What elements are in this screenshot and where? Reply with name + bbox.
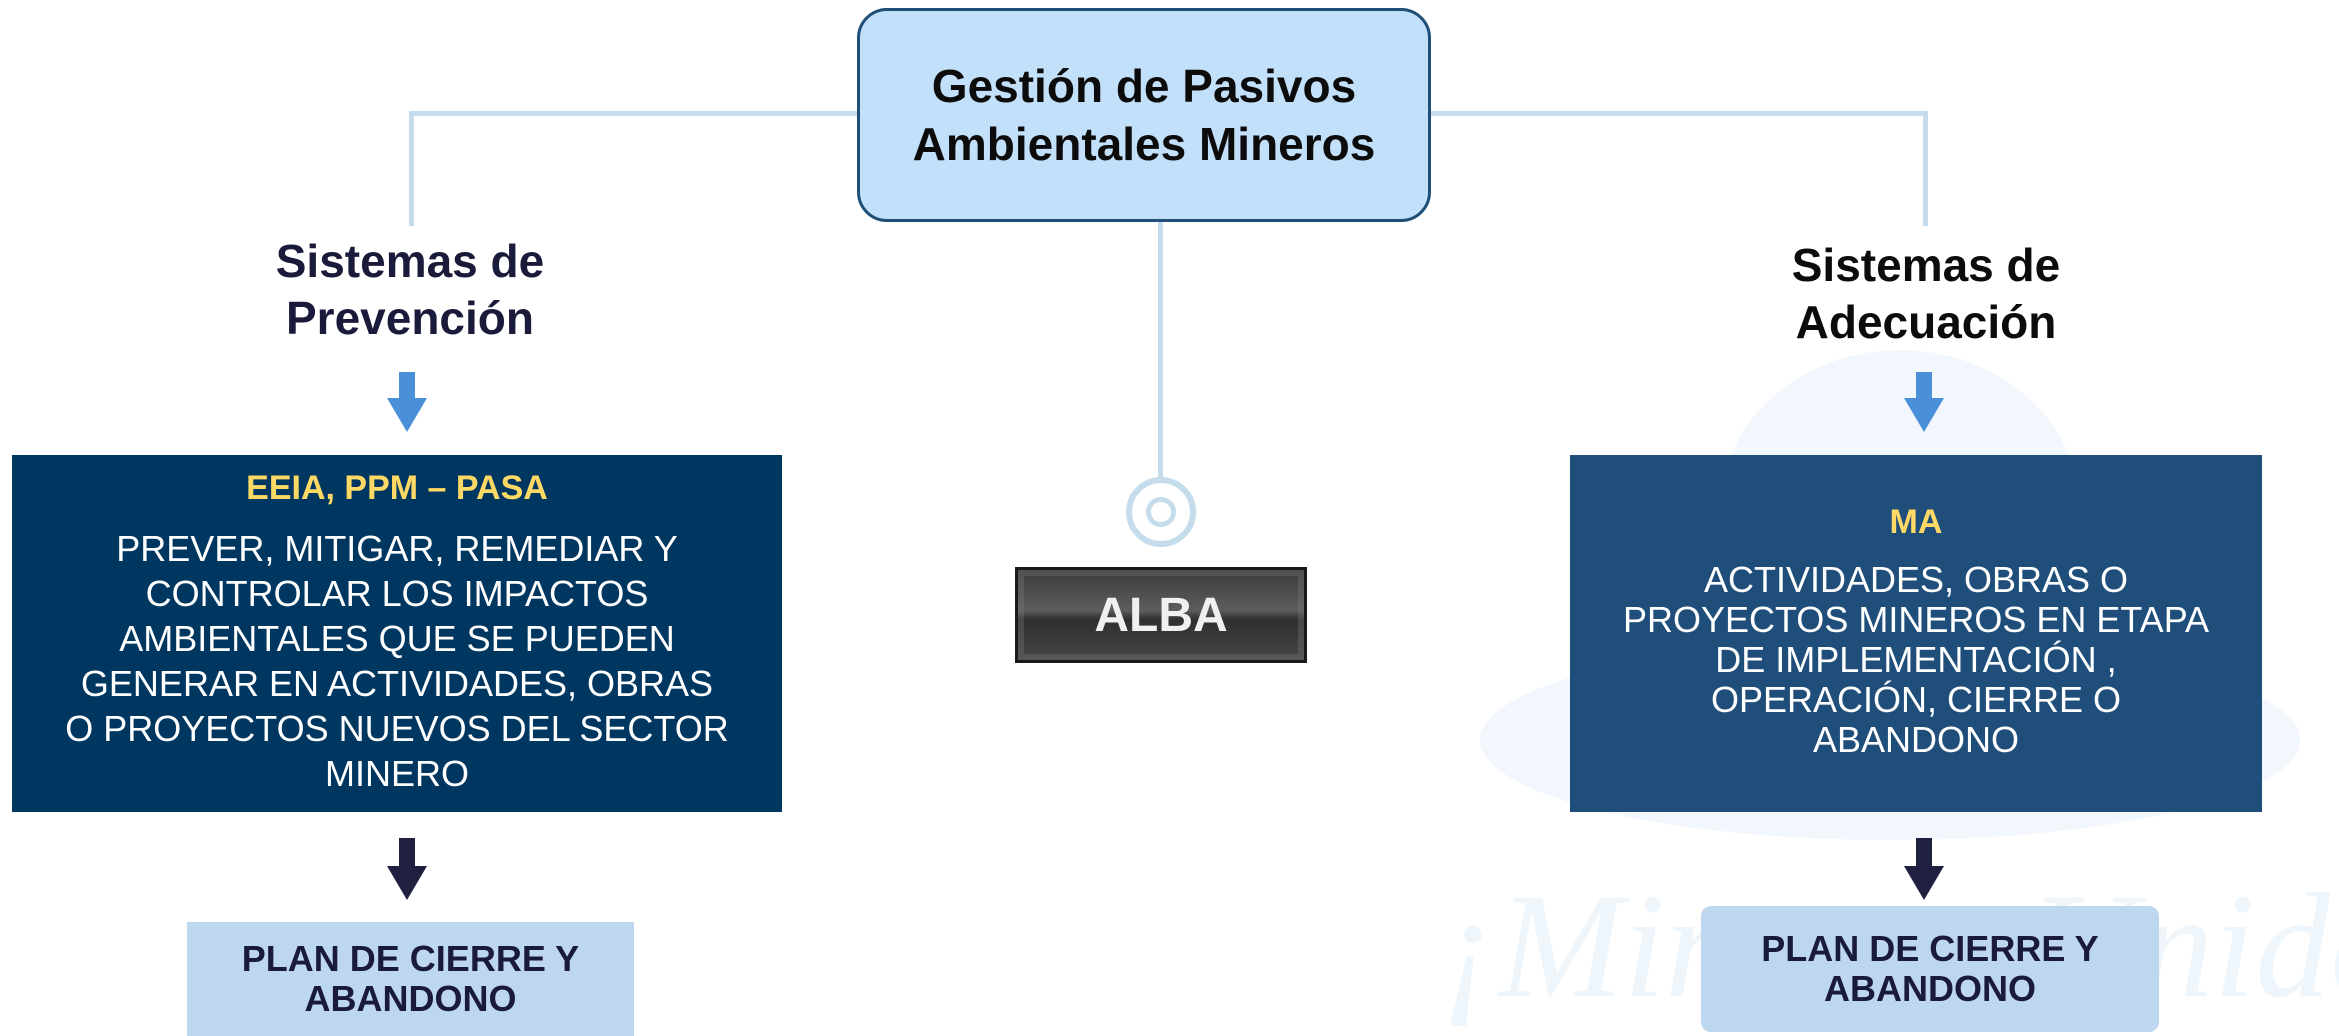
left-title-line2: Prevención [286,292,534,344]
right-title-line2: Adecuación [1795,296,2057,348]
left-info-box: EEIA, PPM – PASA PREVER, MITIGAR, REMEDI… [12,455,782,812]
left-box-line: CONTROLAR LOS IMPACTOS [145,573,649,614]
target-ring-icon [1126,477,1196,547]
right-plan-line2: ABANDONO [1824,968,2036,1009]
right-arrow-blue-shaft [1916,372,1932,400]
left-plan-line1: PLAN DE CIERRE Y [241,938,580,979]
right-plan-box: PLAN DE CIERRE Y ABANDONO [1701,906,2159,1032]
connector-left-horizontal [409,111,859,116]
left-branch-title: Sistemas de Prevención [160,233,660,347]
right-plan-line1: PLAN DE CIERRE Y [1761,928,2099,969]
right-box-line: OPERACIÓN, CIERRE O [1710,679,2122,720]
left-box-line: O PROYECTOS NUEVOS DEL SECTOR [65,708,729,749]
connector-center-vertical [1158,222,1163,480]
left-box-body: PREVER, MITIGAR, REMEDIAR Y CONTROLAR LO… [65,526,729,796]
right-box-body: ACTIVIDADES, OBRAS O PROYECTOS MINEROS E… [1623,560,2209,760]
right-box-heading: MA [1889,503,1943,541]
left-box-line: PREVER, MITIGAR, REMEDIAR Y [116,528,678,569]
right-arrow-dark-icon [1904,866,1944,900]
root-title-line1: Gestión de Pasivos [931,60,1357,112]
left-plan-box: PLAN DE CIERRE Y ABANDONO [187,922,634,1036]
right-info-box: MA ACTIVIDADES, OBRAS O PROYECTOS MINERO… [1570,455,2262,812]
left-arrow-blue-icon [387,398,427,432]
left-box-line: AMBIENTALES QUE SE PUEDEN [119,618,675,659]
connector-right-horizontal [1400,111,1928,116]
right-box-line: PROYECTOS MINEROS EN ETAPA [1622,599,2210,640]
left-arrow-dark-shaft [399,838,415,868]
right-arrow-blue-icon [1904,398,1944,432]
right-arrow-dark-shaft [1916,838,1932,868]
left-box-heading: EEIA, PPM – PASA [246,469,548,507]
root-node: Gestión de Pasivos Ambientales Mineros [857,8,1431,222]
left-arrow-dark-icon [387,866,427,900]
right-box-line: ABANDONO [1812,719,2020,760]
right-title-line1: Sistemas de [1791,239,2061,291]
left-title-line1: Sistemas de [275,235,545,287]
left-box-line: MINERO [325,753,469,794]
connector-right-vertical [1923,111,1928,226]
left-box-line: GENERAR EN ACTIVIDADES, OBRAS [80,663,714,704]
left-arrow-blue-shaft [399,372,415,400]
connector-left-vertical [409,111,414,226]
alba-button: ALBA [1015,567,1307,663]
left-plan-line2: ABANDONO [304,978,517,1019]
target-ring-inner-icon [1146,497,1176,527]
right-box-line: ACTIVIDADES, OBRAS O [1703,559,2129,600]
right-branch-title: Sistemas de Adecuación [1676,237,2176,351]
root-title-line2: Ambientales Mineros [912,118,1376,170]
right-box-line: DE IMPLEMENTACIÓN , [1715,639,2117,680]
